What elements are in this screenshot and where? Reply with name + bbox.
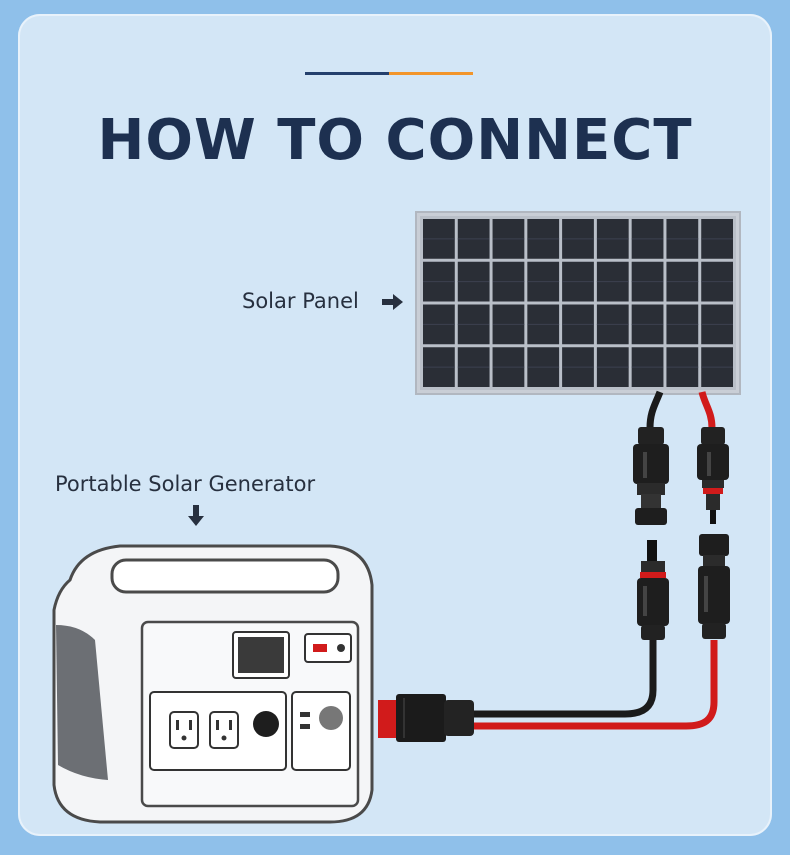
mc4-connector-upper-red <box>697 427 729 524</box>
generator-label: Portable Solar Generator <box>55 472 316 496</box>
portable-generator-image <box>52 544 374 824</box>
accent-line-orange <box>389 72 473 75</box>
generator-cables <box>470 640 718 730</box>
page-title: HOW TO CONNECT <box>97 108 693 173</box>
solar-panel-label: Solar Panel <box>242 289 359 313</box>
mc4-connector-upper-black <box>633 427 669 525</box>
mc4-connector-lower-black <box>637 540 669 640</box>
anderson-plug <box>378 694 474 742</box>
panel-cables <box>646 390 716 429</box>
solar-panel-image <box>415 211 741 395</box>
mc4-connector-lower-red <box>698 534 730 639</box>
accent-line-blue <box>305 72 389 75</box>
arrow-down-icon <box>188 505 204 526</box>
arrow-right-icon <box>382 294 403 310</box>
